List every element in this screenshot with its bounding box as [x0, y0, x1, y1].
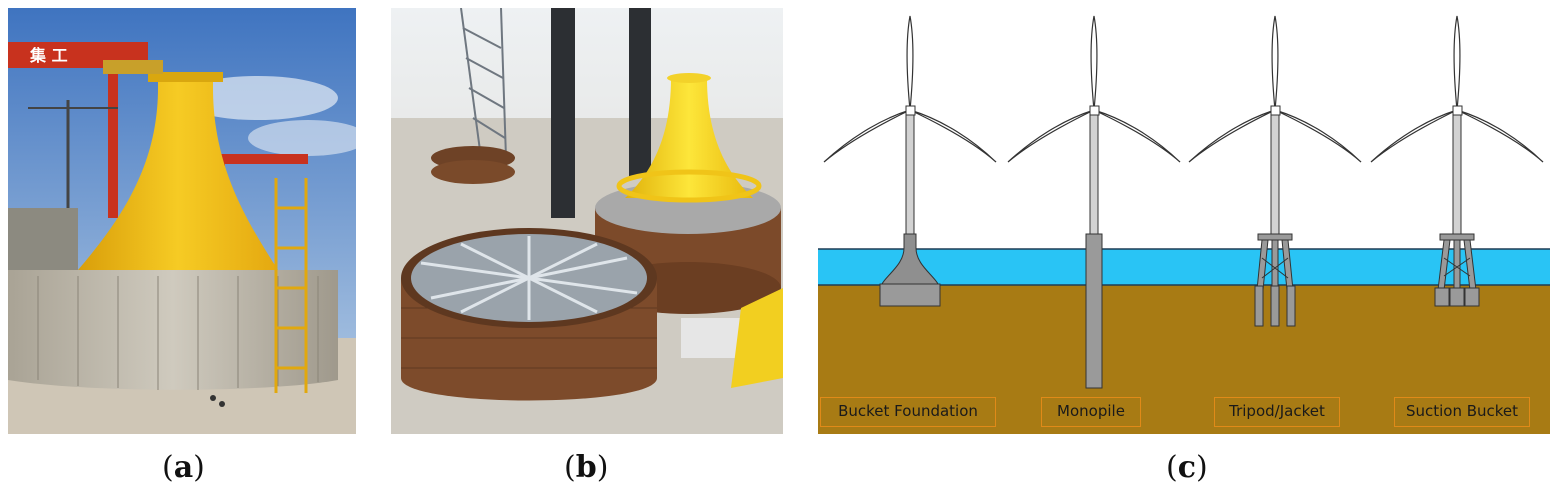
blade — [1007, 109, 1095, 163]
caption-c: (c) — [1166, 450, 1208, 485]
tower — [1452, 107, 1462, 235]
suction-bucket — [1434, 287, 1450, 307]
tower — [1089, 107, 1099, 235]
blade — [823, 109, 911, 163]
lattice-crane-tower — [460, 7, 507, 159]
caption-paren: ( — [1166, 450, 1178, 485]
seabed-layer — [818, 285, 1550, 434]
tower — [1270, 107, 1280, 235]
blade — [1370, 109, 1458, 163]
caption-paren: ( — [564, 450, 576, 485]
blade — [909, 109, 997, 163]
pile — [1254, 285, 1264, 327]
blade — [1456, 109, 1544, 163]
label-monopile: Monopile — [1041, 397, 1141, 427]
concrete-bucket — [8, 270, 338, 390]
blade — [1453, 15, 1461, 111]
photo-b-drawing — [391, 7, 783, 434]
far-bucket — [431, 160, 515, 184]
crane-sign: 集 工 — [29, 46, 68, 65]
monopile — [1085, 233, 1103, 389]
crane-column — [629, 8, 651, 178]
yellow-transition-piece — [78, 78, 278, 270]
caption-b: (b) — [564, 450, 608, 485]
tower — [905, 107, 915, 235]
photo-a-drawing: 集 工 — [8, 8, 368, 434]
caption-letter: c — [1177, 450, 1196, 485]
turbine-bucket-foundation — [823, 15, 997, 307]
steel-grid-compartments — [420, 236, 638, 320]
turbine-suction-bucket — [1370, 15, 1544, 307]
caption-paren: ) — [1196, 450, 1208, 485]
equipment-box — [681, 318, 741, 358]
suction-bucket — [1449, 287, 1465, 307]
scaffold-tower — [274, 178, 308, 393]
cloud — [178, 76, 338, 120]
blade — [1090, 15, 1098, 111]
yellow-transition-piece — [625, 78, 753, 198]
yellow-ring — [616, 169, 762, 203]
label-bucket-foundation: Bucket Foundation — [820, 397, 996, 427]
label-tripod-jacket: Tripod/Jacket — [1214, 397, 1340, 427]
tower-top — [667, 73, 711, 83]
nacelle-hub — [1089, 105, 1100, 116]
nacelle-hub — [1452, 105, 1463, 116]
pile — [1286, 285, 1296, 327]
blade — [1093, 109, 1181, 163]
turbine-tripod-jacket — [1188, 15, 1362, 327]
blade — [906, 15, 914, 111]
suction-bucket — [1464, 287, 1480, 307]
blade — [1274, 109, 1362, 163]
bucket-panel-lines — [37, 276, 319, 390]
foundation-types-diagram: Bucket Foundation Monopile Tripod/Jacket… — [818, 8, 1550, 434]
blade — [1271, 15, 1279, 111]
top-platform — [148, 72, 223, 82]
crane-column — [551, 8, 575, 218]
bucket-skirt — [879, 283, 941, 307]
caption-letter: b — [575, 450, 597, 485]
caption-paren: ) — [596, 450, 609, 485]
nacelle-hub — [1270, 105, 1281, 116]
caption-letter: a — [173, 450, 194, 485]
photo-bucket-foundation-construction: 集 工 — [8, 8, 368, 434]
cloud — [248, 120, 368, 156]
blade — [1188, 109, 1276, 163]
caption-a: (a) — [162, 450, 205, 485]
nacelle-hub — [905, 105, 916, 116]
jacket-structure — [1437, 233, 1477, 291]
platform-deck — [103, 60, 163, 74]
caption-paren: ( — [162, 450, 174, 485]
yellow-equipment — [731, 288, 783, 388]
photo-bucket-foundations-shipyard — [391, 7, 783, 434]
diagram-c-drawing — [818, 8, 1550, 434]
pile — [1270, 285, 1280, 327]
label-suction-bucket: Suction Bucket — [1394, 397, 1530, 427]
crane-beam — [208, 154, 308, 164]
worker — [219, 401, 225, 407]
water-layer — [818, 249, 1550, 285]
crane-leg — [108, 68, 118, 218]
turbine-monopile — [1007, 15, 1181, 389]
jacket-structure — [1255, 233, 1295, 301]
worker — [210, 395, 216, 401]
caption-paren: ) — [193, 450, 205, 485]
